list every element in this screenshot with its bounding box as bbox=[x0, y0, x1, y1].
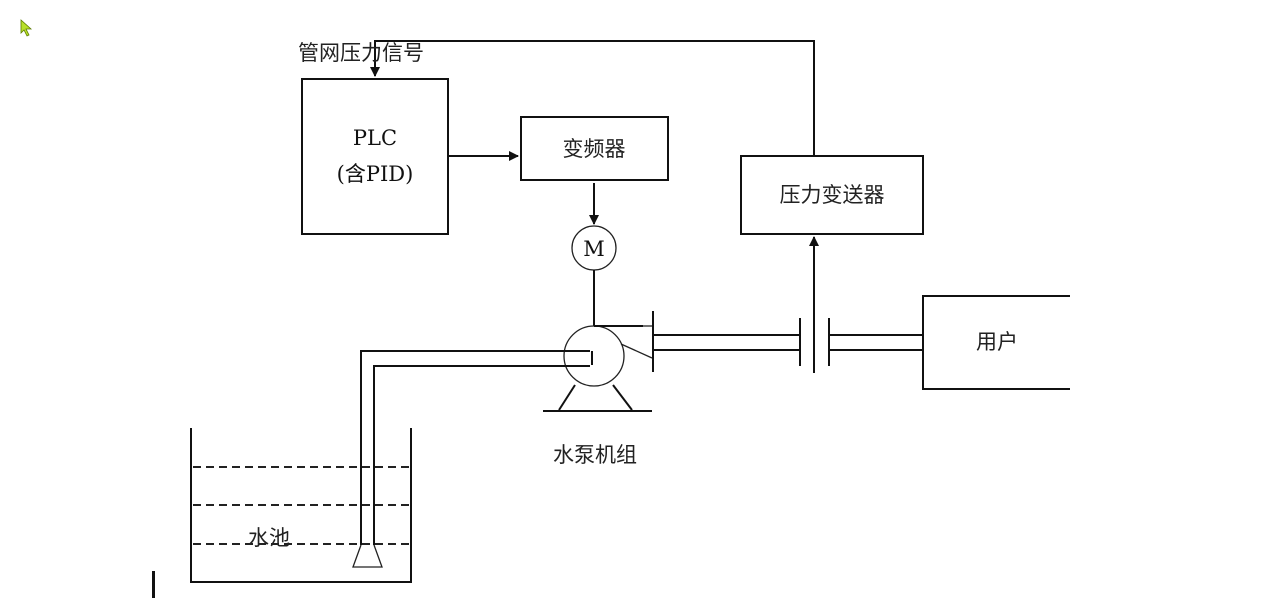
pump-unit-label: 水泵机组 bbox=[553, 443, 637, 467]
suction-pipe bbox=[352, 350, 590, 568]
water-pool bbox=[190, 428, 412, 583]
pump-icon bbox=[543, 311, 654, 412]
signal-label: 管网压力信号 bbox=[298, 41, 424, 65]
plc-label: PLC bbox=[353, 126, 397, 150]
inverter-box bbox=[520, 116, 669, 181]
pool-label: 水池 bbox=[248, 526, 290, 550]
plc-box bbox=[301, 78, 449, 235]
pressure-feedback-line bbox=[370, 40, 815, 156]
motor-label: M bbox=[583, 237, 605, 261]
plc-sublabel: (含PID) bbox=[337, 162, 414, 186]
mouse-cursor-icon bbox=[20, 19, 33, 37]
text-caret bbox=[152, 571, 155, 598]
user-label: 用户 bbox=[976, 330, 1018, 354]
discharge-pipe bbox=[654, 318, 923, 366]
user-box bbox=[922, 295, 1070, 390]
inverter-label: 变频器 bbox=[563, 137, 626, 161]
pressure-transmitter-box bbox=[740, 155, 924, 235]
pressure-transmitter-label: 压力变送器 bbox=[780, 183, 885, 207]
